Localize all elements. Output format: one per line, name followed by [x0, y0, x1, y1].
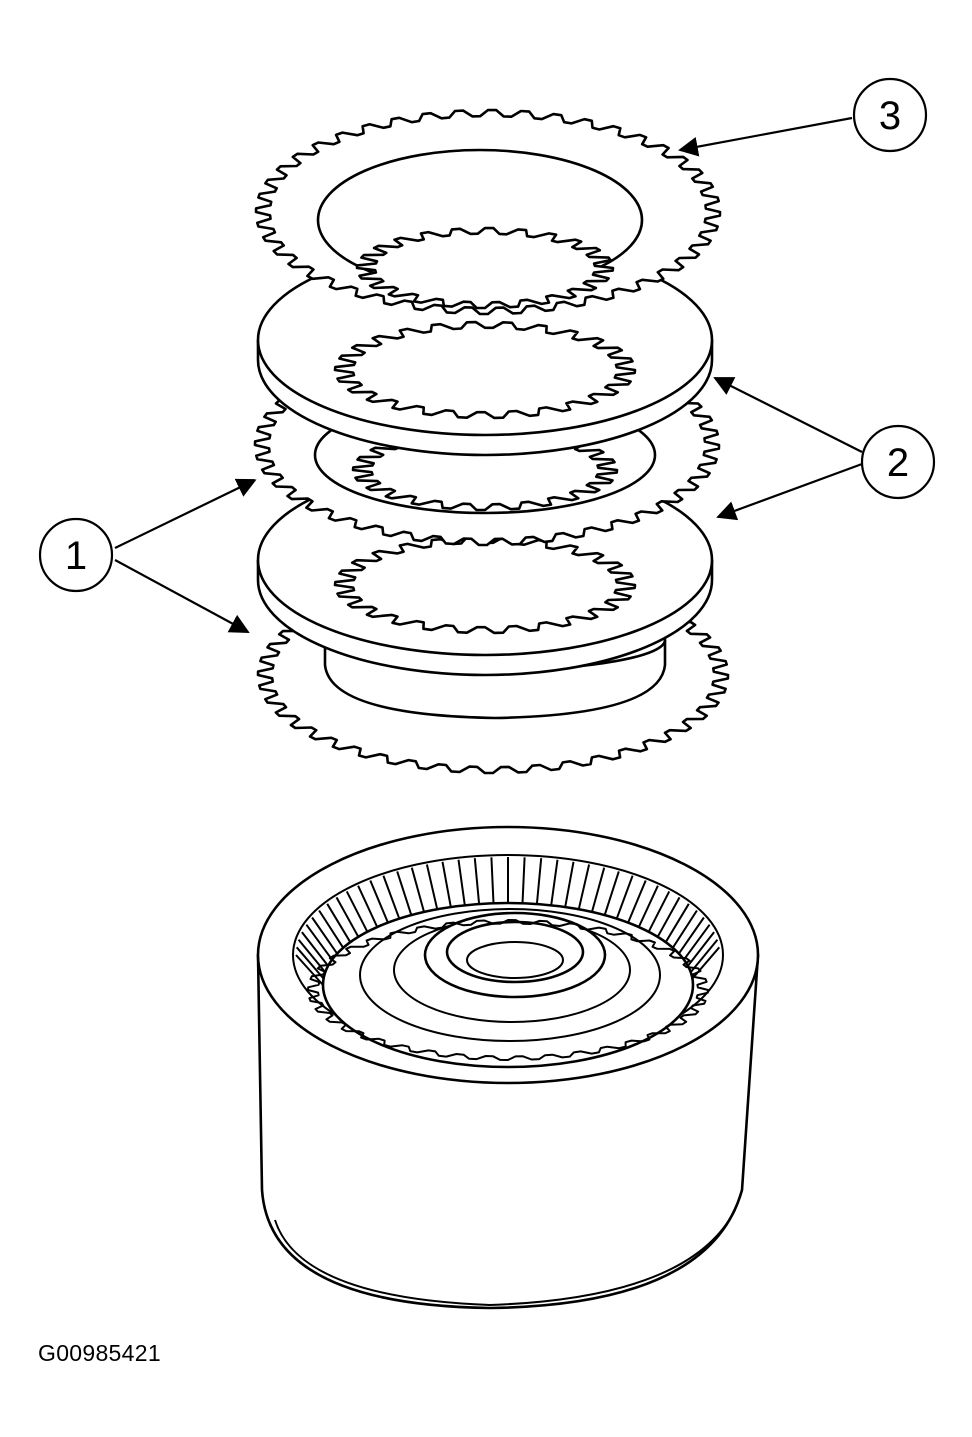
- callout-2-label: 2: [887, 441, 909, 485]
- callout-1: 1: [38, 478, 257, 633]
- callout-3: 3: [678, 77, 928, 157]
- clutch-drum: [256, 825, 760, 1310]
- callout-2: 2: [713, 377, 936, 521]
- callout-1-label: 1: [65, 534, 87, 578]
- friction-plate-top: [254, 108, 722, 316]
- callout-3-label: 3: [879, 94, 901, 138]
- figure-id: G00985421: [38, 1340, 161, 1366]
